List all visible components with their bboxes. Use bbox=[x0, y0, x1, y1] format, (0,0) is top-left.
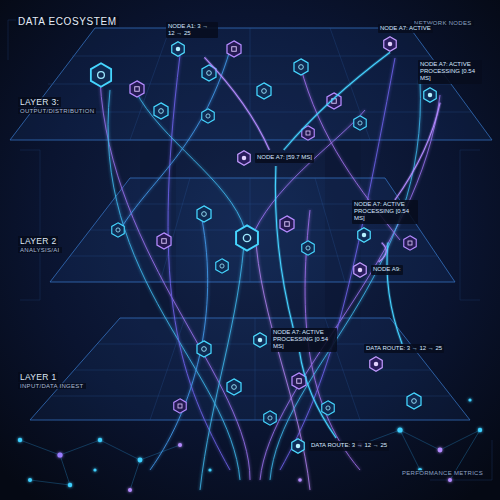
layer-label: ANALYSIS/AI bbox=[18, 247, 62, 253]
node-callout: DATA ROUTE: 3 → 12 → 25 bbox=[309, 441, 389, 450]
hex-icon bbox=[236, 150, 252, 166]
hex-node: NODE A9: bbox=[352, 262, 403, 278]
hex-icon bbox=[252, 332, 268, 348]
node-callout: DATA ROUTE: 3 → 12 → 25 bbox=[364, 344, 444, 353]
callout-text-group: DATA ROUTE: 3 → 12 → 25 bbox=[309, 441, 389, 450]
node-callout: NODE A1: 3 → 12 → 25 bbox=[166, 22, 218, 38]
data-link bbox=[387, 243, 402, 344]
node-callout: NODE A7: ACTIVE PROCESSING [0.54 MS] bbox=[271, 328, 337, 352]
callout-text-group: NODE A7: ACTIVE PROCESSING [0.54 MS] bbox=[271, 328, 337, 352]
data-link bbox=[395, 103, 440, 200]
diagram-title: DATA ECOSYSTEM bbox=[16, 16, 119, 27]
hex-icon bbox=[352, 262, 368, 278]
hex-node: DATA ROUTE: 3 → 12 → 25 bbox=[364, 344, 444, 372]
data-link bbox=[379, 243, 387, 262]
layer-label: LAYER 1 bbox=[18, 372, 58, 382]
layer-label: LAYER 2 bbox=[18, 236, 58, 246]
data-link bbox=[204, 57, 269, 150]
hex-icon bbox=[422, 87, 438, 103]
hex-icon bbox=[368, 356, 384, 372]
callout-text-group: DATA ROUTE: 3 → 12 → 25 bbox=[364, 344, 444, 353]
node-callout: NODE A7: [59.7 MS] bbox=[255, 153, 314, 162]
hex-icon bbox=[170, 41, 186, 57]
hex-icon bbox=[356, 227, 372, 243]
callout-text-group: NODE A7: ACTIVE PROCESSING [0.54 MS] bbox=[352, 200, 418, 224]
layer-label: LAYER 3: bbox=[18, 97, 61, 107]
node-callout: NODE A9: bbox=[371, 265, 403, 274]
node-callout: NODE A7: ACTIVE PROCESSING [0.54 MS] bbox=[418, 60, 482, 84]
hex-icon bbox=[290, 438, 306, 454]
hex-node: NODE A7: ACTIVE bbox=[378, 24, 433, 52]
callout-text-group: NODE A1: 3 → 12 → 25 bbox=[166, 22, 218, 38]
node-callout: NODE A7: ACTIVE PROCESSING [0.54 MS] bbox=[352, 200, 418, 224]
callout-text-group: NODE A7: [59.7 MS] bbox=[255, 153, 314, 162]
layer-label: PERFORMANCE METRICS bbox=[400, 470, 485, 476]
layer-label: INPUT/DATA INGEST bbox=[18, 383, 86, 389]
hex-node: NODE A7: ACTIVE PROCESSING [0.54 MS] bbox=[418, 60, 482, 103]
hex-node: NODE A7: ACTIVE PROCESSING [0.54 MS] bbox=[252, 328, 337, 352]
hex-node: DATA ROUTE: 3 → 12 → 25 bbox=[290, 438, 389, 454]
hex-node: NODE A7: [59.7 MS] bbox=[236, 150, 314, 166]
callout-text-group: NODE A7: ACTIVE PROCESSING [0.54 MS] bbox=[418, 60, 482, 84]
data-link bbox=[284, 52, 390, 150]
callout-text-group: NODE A7: ACTIVE bbox=[378, 24, 433, 33]
node-callout: NODE A7: ACTIVE bbox=[378, 24, 433, 33]
data-link bbox=[299, 352, 336, 438]
callout-text-group: NODE A9: bbox=[371, 265, 403, 274]
hex-node: NODE A1: 3 → 12 → 25 bbox=[166, 22, 218, 57]
hex-node: NODE A7: ACTIVE PROCESSING [0.54 MS] bbox=[352, 200, 418, 243]
hex-icon bbox=[382, 36, 398, 52]
layer-label: OUTPUT/DISTRIBUTION bbox=[18, 108, 96, 114]
data-link bbox=[275, 166, 293, 328]
